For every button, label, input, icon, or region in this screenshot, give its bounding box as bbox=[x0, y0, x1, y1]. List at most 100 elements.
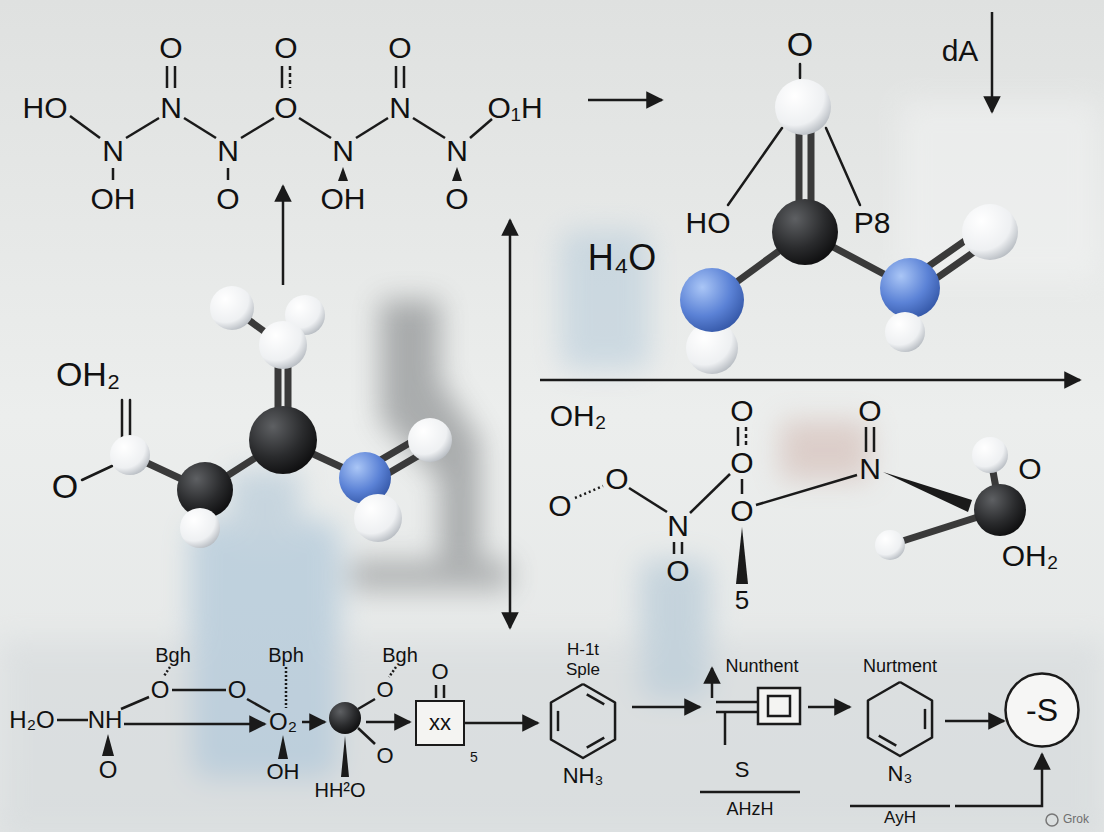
atom-label: HO bbox=[686, 206, 731, 239]
atom-label: HO bbox=[23, 91, 68, 124]
reaction-chain bbox=[358, 728, 375, 744]
atom-label: HH²O bbox=[314, 779, 365, 801]
atom-label: N bbox=[160, 91, 182, 124]
compound-box: xx bbox=[415, 700, 465, 746]
apparatus-symbol bbox=[768, 696, 790, 716]
atom-ball bbox=[974, 484, 1026, 536]
atom-label: H₄O bbox=[588, 238, 657, 278]
atom-ball bbox=[259, 321, 307, 369]
structure-bonds bbox=[690, 474, 730, 513]
atom-ball bbox=[180, 508, 220, 548]
reaction-arrow bbox=[945, 720, 1004, 723]
reaction-chain bbox=[955, 754, 1042, 806]
atom-label: H₂O bbox=[9, 707, 54, 733]
watermark: Grok bbox=[1063, 813, 1089, 826]
reaction-chain bbox=[389, 667, 396, 677]
atom-ball bbox=[110, 79, 1026, 734]
double-bond bbox=[879, 736, 896, 746]
atom-label: dA bbox=[942, 34, 979, 67]
apparatus-symbol bbox=[758, 688, 800, 724]
wedge-bond bbox=[338, 167, 348, 181]
atom-label: Bgh bbox=[155, 644, 191, 666]
reaction-chain bbox=[700, 791, 800, 794]
skeletal-bonds bbox=[588, 99, 662, 102]
atom-label: O bbox=[52, 468, 78, 505]
atom-label: O bbox=[228, 677, 247, 703]
atom-label: OH bbox=[321, 182, 366, 215]
ring-outline bbox=[551, 684, 615, 758]
blurred-lab bbox=[190, 520, 340, 780]
reaction-chain bbox=[724, 712, 727, 745]
atom-label: O₂ bbox=[269, 709, 297, 735]
double-bond bbox=[587, 694, 604, 704]
atom-label: O bbox=[216, 182, 239, 215]
reaction-chain bbox=[57, 719, 88, 722]
atom-label: N bbox=[217, 134, 239, 167]
reaction-chain bbox=[172, 689, 226, 692]
apparatus-symbol bbox=[758, 688, 800, 724]
ring-atom-label: N₃ bbox=[888, 761, 913, 786]
atom-label: S bbox=[735, 758, 750, 782]
structure-bonds bbox=[681, 542, 684, 554]
atom-label: O bbox=[1018, 452, 1041, 485]
ball-stick-model bbox=[129, 400, 132, 440]
atom-label: O bbox=[548, 489, 571, 522]
ball-stick-model bbox=[82, 64, 1000, 545]
reaction-chain bbox=[57, 667, 1042, 806]
atom-ball bbox=[972, 437, 1008, 473]
skeletal-bonds bbox=[70, 116, 100, 138]
skeletal-bonds bbox=[112, 168, 115, 180]
ball-stick-model bbox=[796, 130, 803, 205]
atom-label: O bbox=[274, 91, 297, 124]
skeletal-bonds bbox=[184, 118, 216, 138]
arrows bbox=[283, 12, 1080, 628]
ring-atom-label: NH₃ bbox=[563, 763, 604, 788]
atom-label: O bbox=[730, 446, 753, 479]
ball-stick-model bbox=[121, 400, 124, 440]
blurred-lab bbox=[0, 100, 1104, 832]
ball-stick-model bbox=[826, 128, 860, 205]
arrows bbox=[509, 220, 512, 628]
structure-bonds bbox=[575, 427, 874, 554]
blurred-lab bbox=[900, 100, 1100, 280]
arrows bbox=[540, 379, 1080, 382]
reaction-chain bbox=[435, 685, 438, 698]
atom-label: O bbox=[730, 394, 753, 427]
atom-ball bbox=[875, 530, 905, 560]
skeletal-bonds bbox=[126, 118, 159, 138]
structure-bonds bbox=[737, 427, 740, 446]
atom-label: O bbox=[666, 554, 689, 587]
reaction-chain bbox=[366, 721, 410, 724]
wedge-bond bbox=[102, 734, 114, 756]
atom-label: AHzH bbox=[726, 800, 773, 820]
atom-ball bbox=[962, 204, 1018, 260]
atom-label: AyH bbox=[884, 809, 916, 828]
atom-ball bbox=[885, 312, 925, 352]
skeletal-bonds bbox=[413, 118, 445, 138]
reaction-chain bbox=[443, 685, 446, 698]
atom-ball bbox=[775, 79, 831, 135]
double-bond bbox=[924, 709, 927, 729]
atom-label: N bbox=[332, 134, 354, 167]
skeletal-bonds bbox=[166, 66, 169, 88]
end-circle: -S bbox=[1004, 672, 1080, 748]
atom-ball bbox=[354, 494, 402, 542]
wedge-bond bbox=[338, 167, 462, 181]
atom-ball bbox=[249, 406, 317, 474]
atom-ball bbox=[110, 435, 150, 475]
atom-label: O bbox=[730, 494, 753, 527]
atom-label: O bbox=[159, 31, 182, 64]
blurred-lab bbox=[230, 470, 300, 540]
structure-bonds bbox=[575, 486, 603, 498]
skeletal-bonds bbox=[241, 118, 274, 138]
ring-structure: H-1t SpleNH₃ bbox=[538, 640, 628, 788]
ring-outline bbox=[868, 682, 932, 756]
atom-label: O bbox=[858, 394, 881, 427]
ball-stick-model bbox=[82, 466, 112, 480]
atom-label: O bbox=[376, 678, 393, 702]
reaction-chain bbox=[124, 723, 265, 726]
atom-label: O bbox=[445, 182, 468, 215]
wedge-bond bbox=[278, 735, 288, 759]
